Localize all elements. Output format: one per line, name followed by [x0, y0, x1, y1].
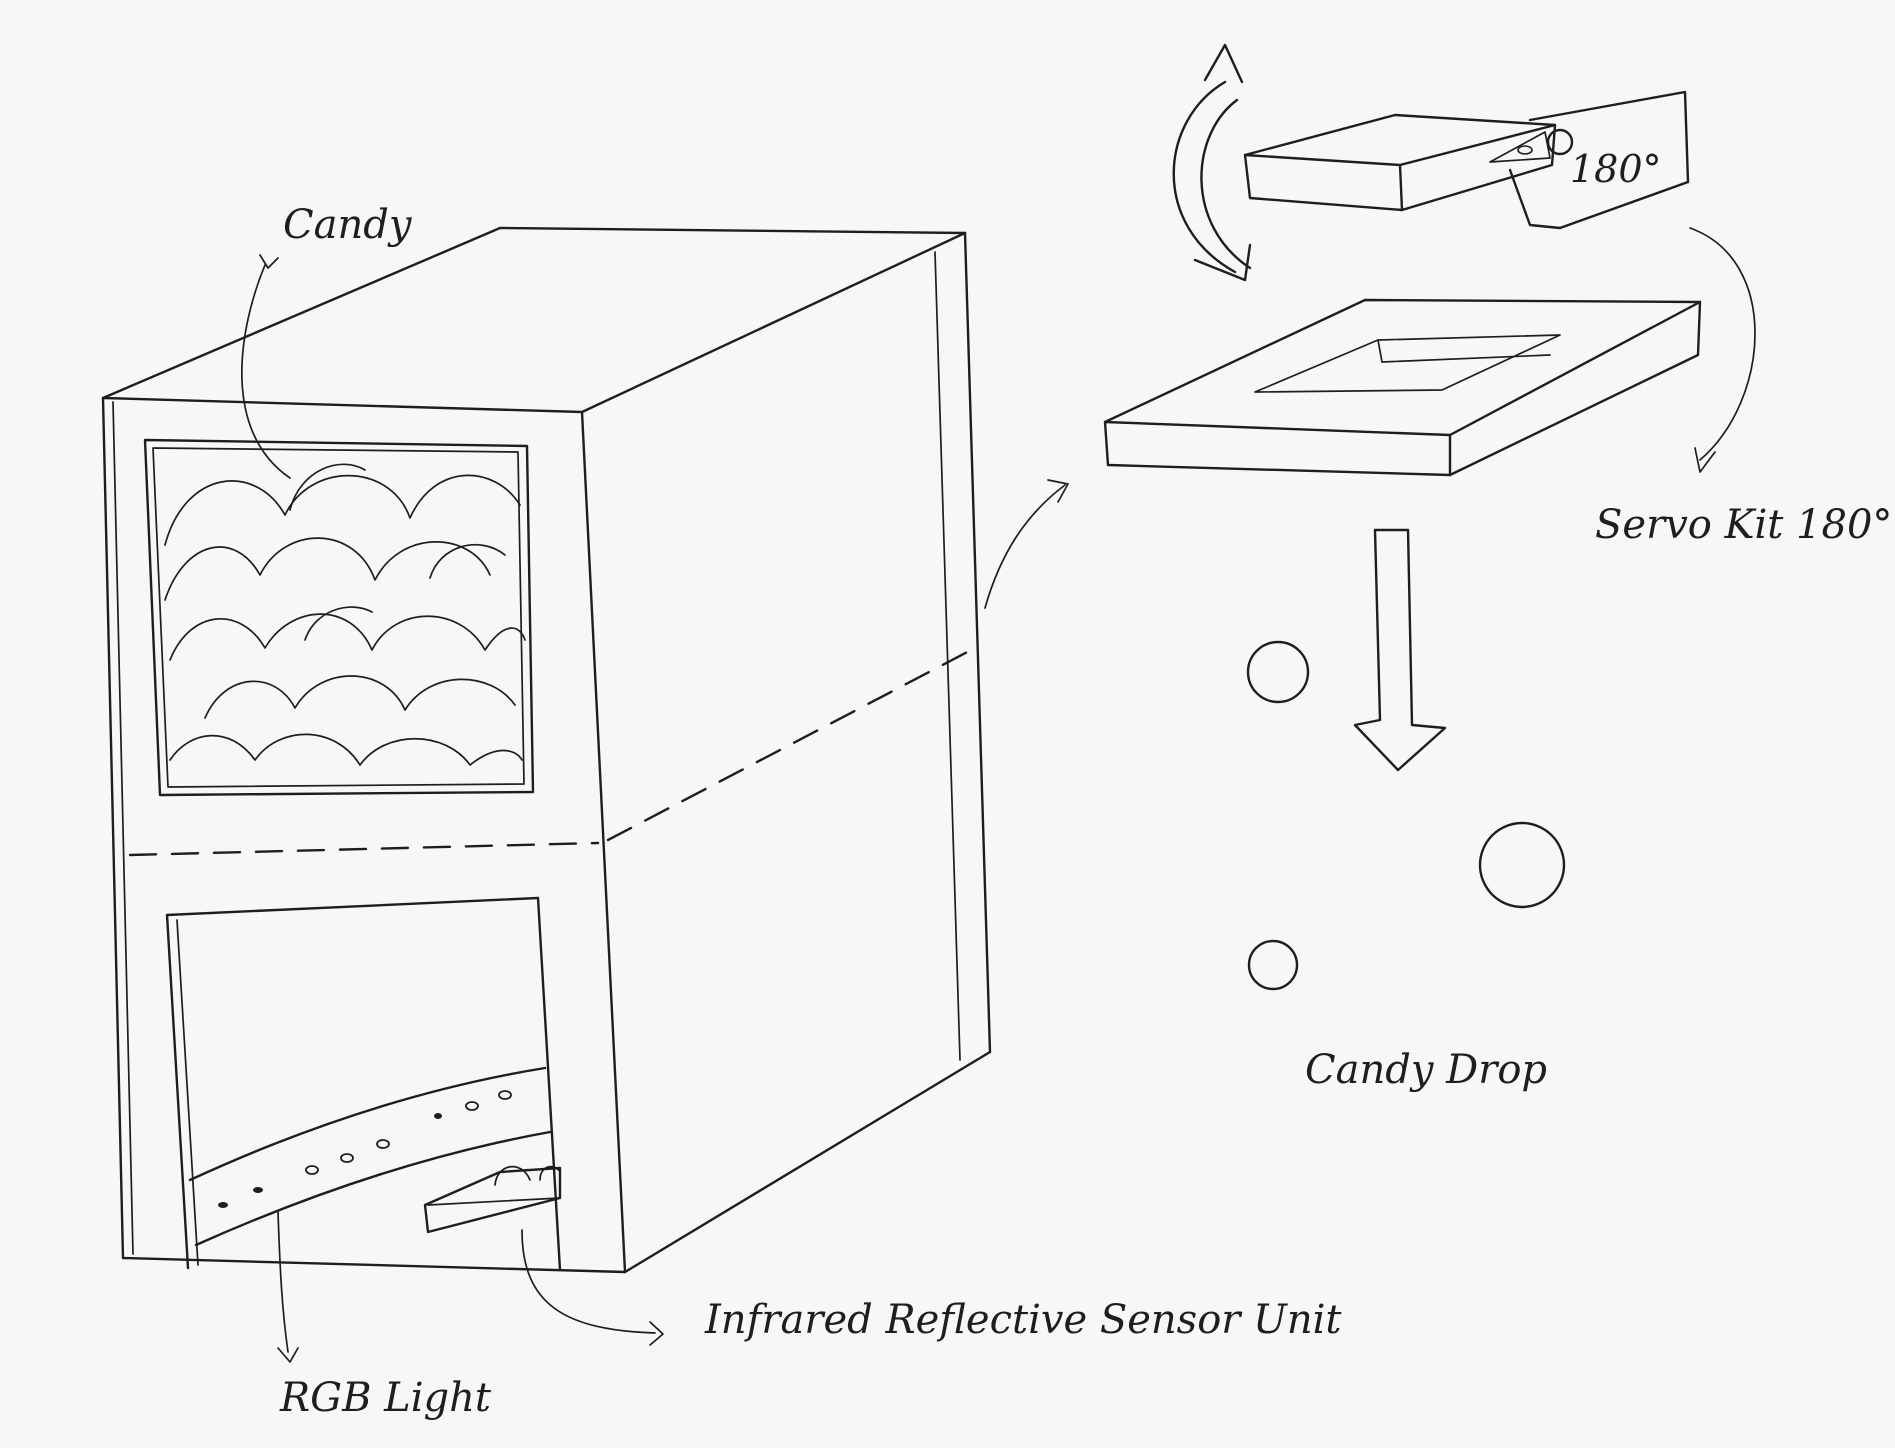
drop-arrow: [1355, 530, 1445, 770]
rgb-light-label: RGB Light: [280, 1378, 491, 1418]
servo-kit-leader: [1690, 228, 1755, 472]
rgb-leader: [278, 1212, 298, 1362]
servo-kit-label: Servo Kit 180°: [1595, 505, 1892, 545]
ir-sensor-label: Infrared Reflective Sensor Unit: [705, 1300, 1341, 1340]
servo-angle-label: 180°: [1570, 150, 1662, 188]
falling-candies: [1248, 642, 1564, 989]
ir-sensor-unit: [425, 1167, 560, 1232]
box-to-servo-leader: [985, 480, 1068, 608]
rgb-light-strip: [190, 1068, 550, 1245]
base-plate: [1105, 300, 1700, 475]
ir-sensor-leader: [522, 1230, 663, 1345]
candy-pile: [165, 464, 525, 765]
rotation-arrow: [1174, 45, 1250, 280]
candy-leader: [242, 255, 290, 478]
servo-flap: [1245, 115, 1555, 210]
candy-label: Candy: [283, 205, 411, 245]
candy-drop-label: Candy Drop: [1305, 1050, 1547, 1090]
dispenser-box: [103, 228, 990, 1272]
